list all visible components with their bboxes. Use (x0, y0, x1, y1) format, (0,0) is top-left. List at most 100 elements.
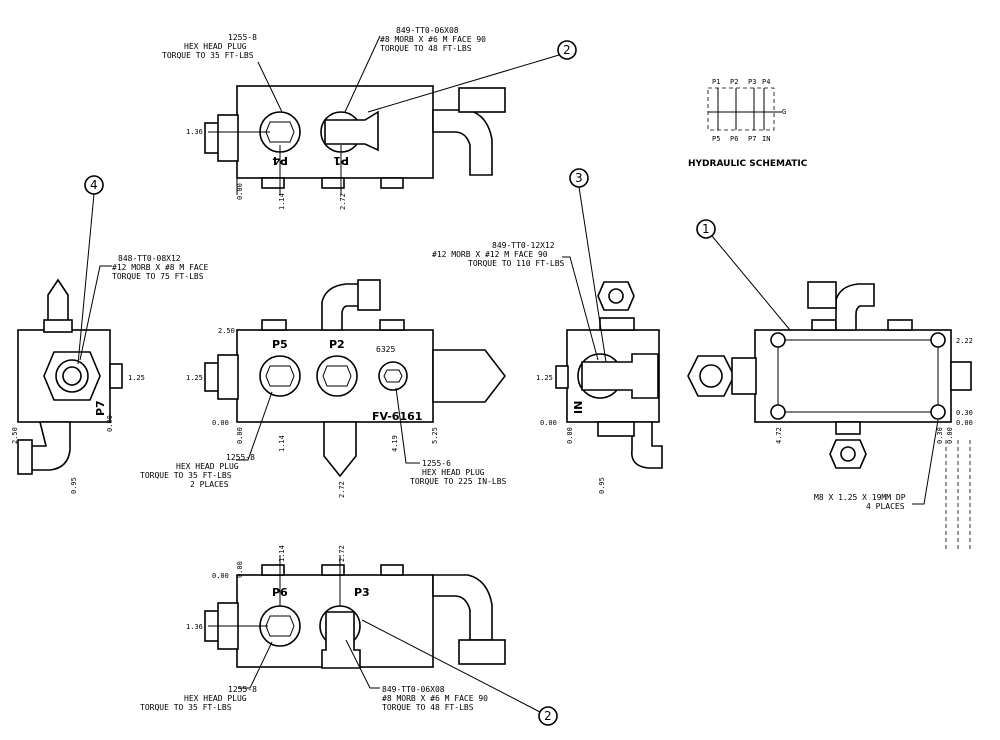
dim-back-0-30: 0.30 (956, 409, 973, 417)
balloon-2-top (557, 40, 577, 60)
schem-p6: P6 (730, 135, 738, 143)
callout-top-left-desc: HEX HEAD PLUG (184, 42, 247, 51)
stamp-6325: 6325 (376, 345, 395, 354)
dim-1-25-right: 1.25 (536, 374, 553, 382)
bolt-front-2 (379, 319, 405, 331)
port-label-p7: P7 (94, 400, 107, 416)
balloon-2-top-text: 2 (563, 43, 571, 57)
dim-2-72-top: 2.72 (339, 193, 347, 210)
fitting-hex-front (217, 354, 239, 400)
dim-front-h1: 1.14 (278, 435, 286, 452)
callout-left-part: 848-TT0-08X12 (118, 254, 181, 263)
elbow-back (835, 283, 875, 331)
back-view: 2.22 0.30 0.00 4.72 0.30 0.00 1 M8 X 1.2… (687, 219, 973, 552)
port-label-p2: P2 (329, 338, 345, 351)
schem-p1: P1 (712, 78, 720, 86)
dim-1-36-top: 1.36 (186, 128, 203, 136)
side-bolt-left (109, 363, 123, 389)
hex-back-left-bore (699, 364, 723, 388)
hex-plug-p5 (265, 365, 295, 387)
callout-right-desc: #12 MORB X #12 M FACE 90 (432, 250, 548, 259)
bottom-view: P6 P3 0.00 1.36 1.14 2.72 0.00 1255-8 HE… (140, 545, 558, 726)
elbow-front (321, 283, 361, 331)
schem-p4: P4 (762, 78, 770, 86)
callout-top-left-torque: TORQUE TO 35 FT-LBS (162, 51, 254, 60)
callout-top-right-torque: TORQUE TO 48 FT-LBS (380, 44, 472, 53)
bolt-pattern (777, 339, 939, 413)
port-label-p3: P3 (354, 586, 370, 599)
dim-0-95-left: 0.95 (70, 477, 78, 494)
dim-back-h-0-30: 0.30 (936, 427, 944, 444)
dim-bottom-1-14: 1.14 (278, 545, 286, 562)
dim-front-1-25: 1.25 (186, 374, 203, 382)
note-back-line1: M8 X 1.25 X 19MM DP (814, 493, 906, 502)
callout-front-left-qty: 2 PLACES (190, 480, 229, 489)
hex-back-bottom-bore (840, 446, 856, 462)
callout-bottom-left-part: 1255-8 (228, 685, 257, 694)
callout-front-left-desc: HEX HEAD PLUG (176, 462, 239, 471)
bolt-top-2 (321, 177, 345, 189)
balloon-4-text: 4 (90, 178, 98, 192)
hex-plug-p2 (322, 365, 352, 387)
probe-front-bottom (323, 421, 357, 478)
elbow-left (29, 421, 71, 471)
nut-back-bottom (835, 421, 861, 435)
mount-hole-3 (770, 404, 786, 420)
callout-bottom-right-part: 849-TT0-06X08 (382, 685, 445, 694)
manifold-block-back (754, 329, 952, 423)
elbow-nut-back (807, 281, 837, 309)
balloon-2-bottom (538, 706, 558, 726)
callout-front-right-part: 1255-6 (422, 459, 451, 468)
schematic-box (707, 87, 775, 131)
elbow-nut-top (458, 87, 506, 113)
dim-back-h-0-00: 0.00 (946, 427, 954, 444)
dim-front-h0: 0.00 (236, 427, 244, 444)
port-6325-circle (378, 361, 408, 391)
elbow-fitting-top (432, 109, 493, 176)
callout-front-right-desc: HEX HEAD PLUG (422, 468, 485, 477)
schem-in: IN (762, 135, 770, 143)
bolt-bottom-1 (261, 564, 285, 576)
fitting-hex-top (217, 114, 239, 162)
callout-left-desc: #12 MORB X #8 M FACE (112, 263, 209, 272)
port-label-p6: P6 (272, 586, 288, 599)
bolt-top-1 (261, 177, 285, 189)
dim-1-14-top: 1.14 (278, 193, 286, 210)
dim-front-h2: 2.72 (338, 481, 346, 498)
schematic-title: HYDRAULIC SCHEMATIC (688, 159, 808, 169)
callout-bottom-left-torque: TORQUE TO 35 FT-LBS (140, 703, 232, 712)
dim-0-00-left: 0.00 (106, 415, 114, 432)
front-view: P5 P2 6325 FV-6161 2.50 1.25 0.00 0.00 1… (140, 279, 507, 498)
callout-front-left-torque: TORQUE TO 35 FT-LBS (140, 471, 232, 480)
elbow-fitting-bottom (432, 574, 493, 641)
callout-right-part: 849-TT0-12X12 (492, 241, 555, 250)
elbow-nut-right (597, 421, 635, 437)
fitting-p3 (321, 611, 361, 669)
dim-bottom-2-72: 2.72 (338, 545, 346, 562)
fitting-back-right (950, 361, 972, 391)
callout-top-right-part: 849-TT0-06X08 (396, 26, 459, 35)
port-label-p5: P5 (272, 338, 288, 351)
balloon-3-text: 3 (575, 171, 583, 185)
dim-front-h4: 5.25 (431, 427, 439, 444)
dim-0-00-right-h: 0.00 (566, 427, 574, 444)
dim-0-00-right-v: 0.00 (540, 419, 557, 427)
schem-p5: P5 (712, 135, 720, 143)
callout-top-left-part: 1255-8 (228, 33, 257, 42)
mount-hole-2 (930, 332, 946, 348)
callout-bottom-right-torque: TORQUE TO 48 FT-LBS (382, 703, 474, 712)
fitting-back-left (731, 357, 757, 395)
dim-back-4-72: 4.72 (775, 427, 783, 444)
left-view: P7 1.25 0.00 2.50 0.95 4 848-TT0-08X12 #… (11, 175, 209, 494)
hex-plug-small (383, 369, 403, 383)
dim-1-25-left: 1.25 (128, 374, 145, 382)
fitting-in (581, 353, 659, 399)
port-label-in: IN (572, 401, 585, 414)
bolt-top-3 (380, 177, 404, 189)
dim-0-00-top: 0.00 (236, 183, 244, 200)
callout-right-torque: TORQUE TO 110 FT-LBS (468, 259, 565, 268)
dim-front-h3: 4.19 (391, 435, 399, 452)
dim-front-0-00: 0.00 (212, 419, 229, 427)
probe-front (432, 349, 507, 403)
bolt-back-2 (887, 319, 913, 331)
